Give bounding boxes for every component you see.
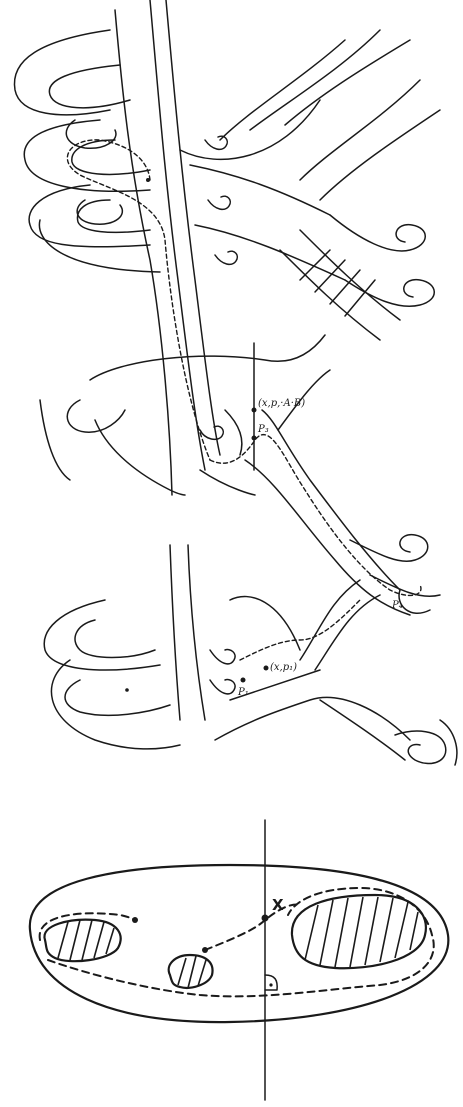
ellipse-diagram: X	[30, 820, 449, 1100]
lower-sheet-diagram: P₁ (x,p₁)	[44, 545, 457, 765]
label-x: X	[272, 896, 284, 914]
outer-ellipse	[30, 865, 449, 1022]
hatched-region-middle	[169, 955, 213, 988]
label-p4: P₄	[391, 600, 403, 611]
middle-sheet-diagram: (x,p,·A·B) P₃ P₄	[40, 335, 440, 615]
label-p1: P₁	[237, 687, 249, 698]
upper-sheet-diagram	[14, 0, 440, 495]
label-point-top: (x,p,·A·B)	[258, 398, 305, 409]
label-p3: P₃	[257, 424, 269, 435]
dashed-curve-middle	[205, 904, 300, 950]
label-point-mid: (x,p₁)	[270, 662, 297, 673]
